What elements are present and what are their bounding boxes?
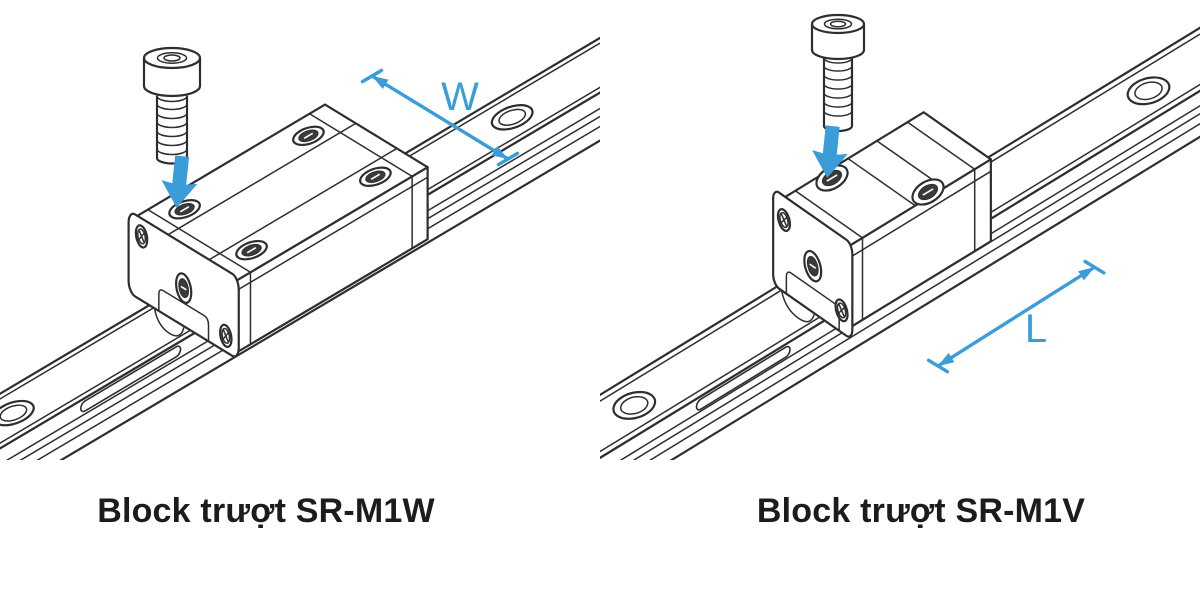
end-cap xyxy=(773,188,852,355)
rail-bolt-hole xyxy=(0,396,41,430)
end-cap xyxy=(129,210,239,375)
mounting-hole xyxy=(287,123,329,148)
grease-hole xyxy=(176,270,191,307)
dimension-label-l: L xyxy=(1025,307,1047,351)
rail-bolt-hole xyxy=(484,101,540,135)
insert-direction-arrow-icon xyxy=(812,125,848,178)
cap-screw xyxy=(136,222,147,250)
insert-direction-arrow-icon xyxy=(161,155,198,208)
mounting-hole xyxy=(354,164,396,189)
dimension-label-w: W xyxy=(441,75,479,119)
rail-bolt-hole xyxy=(605,387,663,425)
wiper-seal xyxy=(155,308,184,342)
figure-caption: Block trượt SR-M1V xyxy=(756,492,1086,530)
figure-caption: Block trượt SR-M1W xyxy=(97,492,435,530)
mounting-hole xyxy=(908,174,948,210)
rail-bolt-hole xyxy=(1120,72,1178,110)
cap-screw xyxy=(778,206,790,234)
cap-screw xyxy=(220,322,231,350)
width-dimension: W xyxy=(363,70,518,164)
side-seal-strip xyxy=(697,345,791,412)
figure-sr-m1w: W Block trượt SR-M1W xyxy=(0,0,600,530)
figure-sr-m1w-drawing: W xyxy=(0,0,600,460)
socket-head-screw xyxy=(812,15,864,131)
block-top-face xyxy=(132,105,427,282)
figure-sr-m1v-drawing: L xyxy=(600,0,1200,460)
side-seal-strip xyxy=(81,344,181,413)
mounting-hole xyxy=(231,238,273,263)
figure-sr-m1v: L Block trượt SR-M1V xyxy=(600,0,1200,600)
socket-head-screw xyxy=(144,48,200,164)
grease-hole xyxy=(804,246,821,286)
cap-screw xyxy=(836,296,848,324)
wiper-seal xyxy=(782,290,814,329)
length-dimension: L xyxy=(929,262,1104,372)
